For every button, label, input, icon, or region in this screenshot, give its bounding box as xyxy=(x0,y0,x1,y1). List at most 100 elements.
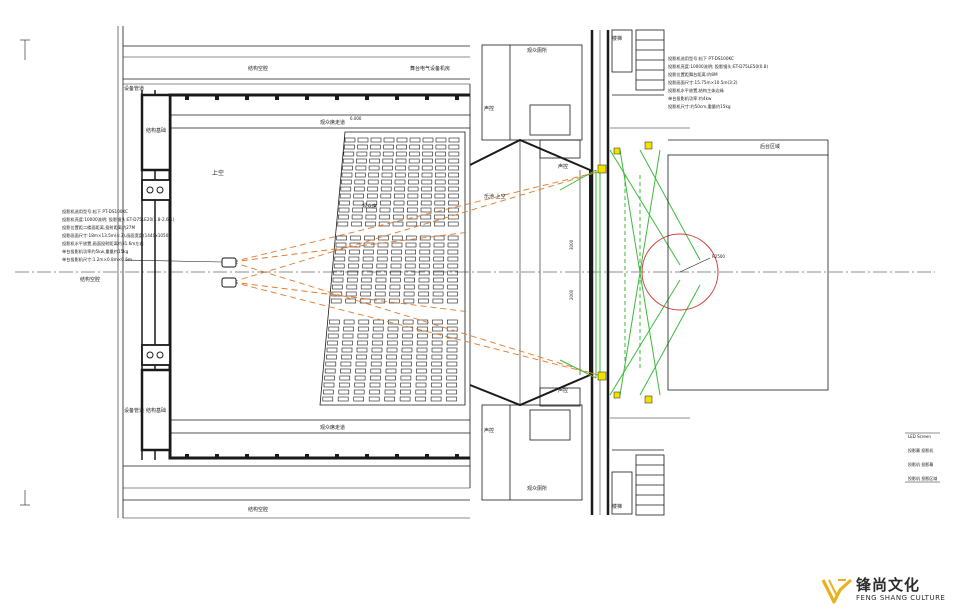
right-note-line: 投影机选用型号:松下 PT-DS100KC xyxy=(668,55,734,62)
seat-row xyxy=(446,354,458,360)
seat-row xyxy=(415,389,427,395)
seat-row xyxy=(365,214,377,220)
seat-row xyxy=(376,263,388,269)
seating-area xyxy=(322,137,460,402)
seat-row xyxy=(350,235,361,241)
seat-row xyxy=(446,319,458,325)
seat-row xyxy=(394,172,406,178)
seat-row xyxy=(408,158,420,164)
seat-row xyxy=(345,291,357,297)
seat-row xyxy=(339,375,351,381)
seat-row xyxy=(379,214,390,220)
legend-line: 投影机 投影幕 xyxy=(908,461,933,467)
seat-row xyxy=(348,263,359,269)
brand-mark-icon xyxy=(821,578,853,604)
seat-row xyxy=(390,263,402,269)
seat-row xyxy=(378,221,390,227)
left-note-block: 投影机选用型号:松下 PT-DS100KC 投影机亮度:10000流明; 投影镜… xyxy=(62,208,175,263)
seat-row xyxy=(404,270,416,276)
seat-row xyxy=(405,235,417,241)
seat-row xyxy=(422,158,433,164)
seat-row xyxy=(370,361,382,367)
seat-row xyxy=(431,361,443,367)
seat-row xyxy=(324,375,335,381)
seat-row xyxy=(432,284,444,290)
seat-row xyxy=(371,347,383,353)
seat-row xyxy=(356,158,367,164)
seat-row xyxy=(409,137,421,143)
seat-row xyxy=(409,144,421,150)
seat-row xyxy=(334,256,346,262)
seat-row xyxy=(408,179,419,185)
seat-row xyxy=(338,207,350,213)
seat-row xyxy=(447,207,459,213)
seat-row xyxy=(362,263,373,269)
seat-row xyxy=(430,389,442,395)
backstage-area xyxy=(667,139,829,391)
seat-row xyxy=(390,256,402,262)
seat-row xyxy=(354,179,366,185)
projection-beams xyxy=(231,171,599,376)
seat-row xyxy=(435,137,447,143)
seat-row xyxy=(351,214,363,220)
seat-row xyxy=(416,354,428,360)
seat-row xyxy=(400,389,411,395)
seat-row xyxy=(415,382,427,388)
seat-row xyxy=(418,277,430,283)
pipe-row-top xyxy=(185,96,459,100)
seat-row xyxy=(342,340,353,346)
seat-row xyxy=(421,193,432,199)
seat-row xyxy=(382,165,393,171)
seat-row xyxy=(405,249,417,255)
seat-row xyxy=(419,235,431,241)
seat-row xyxy=(335,242,347,248)
seat-row xyxy=(376,270,387,276)
seat-row xyxy=(353,396,365,402)
seat-row xyxy=(342,333,354,339)
seat-row xyxy=(400,368,412,374)
seat-row xyxy=(351,221,362,227)
turntable-circle xyxy=(641,233,719,311)
seat-row xyxy=(354,382,365,388)
seat-row xyxy=(327,333,339,339)
seat-row xyxy=(395,158,407,164)
left-note-line: 投影机选用型号:松下 PT-DS100KC xyxy=(62,208,128,215)
label-stage-top: 乐池 上空 xyxy=(484,193,506,200)
seat-row xyxy=(432,291,444,297)
seat-row xyxy=(396,144,408,150)
seat-row xyxy=(355,368,366,374)
seat-row xyxy=(403,298,415,304)
seat-row xyxy=(342,165,353,171)
seat-row xyxy=(407,200,418,206)
seat-row xyxy=(388,298,400,304)
seat-row xyxy=(448,193,459,199)
seat-row xyxy=(372,326,384,332)
label-level: 6.000 xyxy=(350,116,362,121)
right-note-block: 投影机选用型号:松下 PT-DS100KC 投影机亮度:10000流明; 投影镜… xyxy=(668,55,768,110)
seat-row xyxy=(448,200,459,206)
seat-row xyxy=(332,284,343,290)
seat-row xyxy=(366,200,378,206)
brand-name-cn: 锋尚文化 xyxy=(856,576,921,594)
label-structure-base-bottom: 结构基础 xyxy=(146,407,166,414)
left-note-line: 单台投影机尺寸:1.2m×0.8m×0.5m xyxy=(62,256,132,263)
seat-row xyxy=(435,151,447,157)
seat-row xyxy=(421,172,433,178)
seat-row xyxy=(392,221,404,227)
right-note-line: 投影机水平放置,结构主体边缘 xyxy=(668,87,725,94)
seat-row xyxy=(400,375,412,381)
seat-row xyxy=(333,263,345,269)
seat-row xyxy=(336,235,347,241)
seat-row xyxy=(368,396,380,402)
stage-walls xyxy=(469,30,610,515)
seat-row xyxy=(385,361,397,367)
right-note-line: 投影画面尺寸:15.75m×10.5m(3:2) xyxy=(668,79,738,86)
seat-row xyxy=(416,347,428,353)
seat-row xyxy=(447,249,459,255)
outer-walls xyxy=(20,26,470,519)
seat-row xyxy=(431,340,443,346)
seat-row xyxy=(434,207,446,213)
seat-row xyxy=(448,137,460,143)
seat-row xyxy=(431,375,442,381)
brand-logo: 锋尚文化 FENG SHANG CULTURE xyxy=(820,572,960,612)
